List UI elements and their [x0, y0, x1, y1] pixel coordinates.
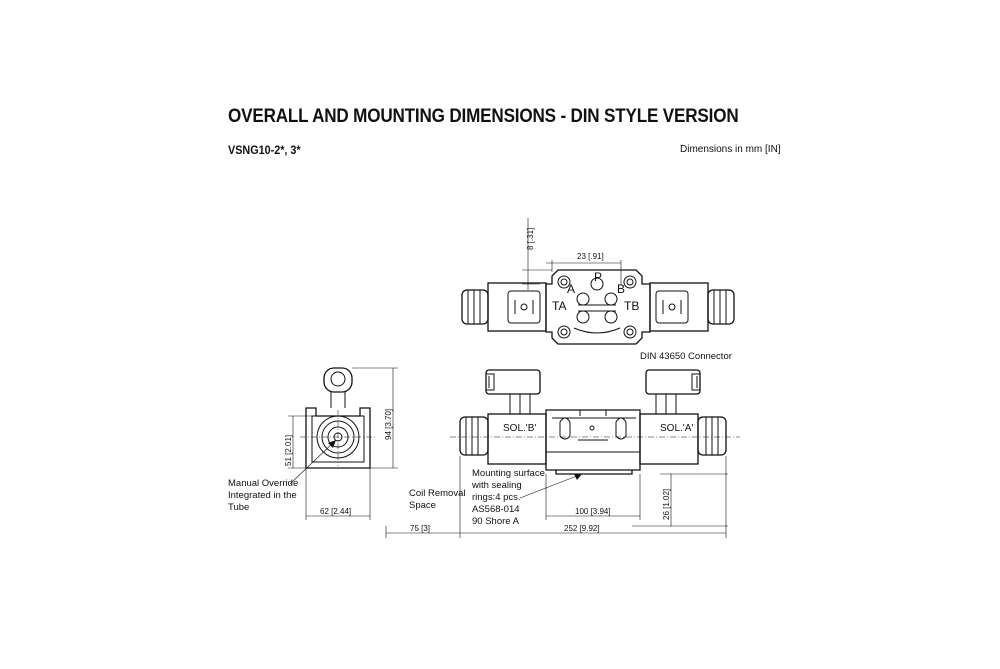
dim-94: 94 [3.70]: [352, 367, 398, 469]
dim-62-label: 62 [2.44]: [320, 507, 351, 516]
dim-75-label: 75 [3]: [410, 524, 430, 533]
svg-text:AS568-014: AS568-014: [472, 504, 520, 515]
units-note: Dimensions in mm [IN]: [680, 144, 781, 155]
dim-252: 252 [9.92]: [459, 456, 727, 538]
svg-text:Integrated in the: Integrated in the: [228, 490, 297, 501]
side-left-coil-nut: [459, 416, 489, 456]
side-left-coil: [487, 413, 547, 465]
coil-removal-note: Coil Removal Space: [409, 488, 466, 511]
svg-text:with sealing: with sealing: [471, 480, 522, 491]
model-subtitle: VSNG10-2*, 3*: [228, 143, 301, 157]
valve-body-side: [545, 409, 641, 475]
manual-override-note: Manual Override Integrated in the Tube: [228, 439, 337, 513]
end-body: [300, 407, 376, 469]
top-right-coil: [649, 282, 709, 332]
mounting-note: Mounting surface with sealing rings:4 pc…: [471, 468, 583, 527]
svg-text:Space: Space: [409, 500, 436, 511]
top-dim-8: 8 [.31]: [522, 218, 552, 290]
svg-text:Coil Removal: Coil Removal: [409, 488, 466, 499]
dim-75: 75 [3]: [385, 524, 460, 538]
din-connector-label: DIN 43650 Connector: [640, 351, 732, 362]
dim-51-label: 51 [2.01]: [284, 435, 293, 466]
left-connector-side: [485, 369, 541, 415]
dim-100-label: 100 [3.94]: [575, 507, 611, 516]
side-right-coil: [639, 413, 699, 465]
dim-26: 26 [1.02]: [632, 473, 728, 527]
right-connector-side: [645, 369, 701, 415]
top-left-connector: [507, 290, 541, 324]
svg-text:Tube: Tube: [228, 502, 249, 513]
port-p-label: P: [594, 270, 602, 284]
side-view: SOL.'B' SOL.'A' Mounting surface with se…: [385, 369, 740, 538]
top-dim-23: 23 [.91]: [546, 252, 622, 285]
end-view: Manual Override Integrated in the Tube 9…: [228, 367, 398, 520]
side-right-coil-nut: [697, 416, 727, 456]
svg-text:rings:4 pcs.: rings:4 pcs.: [472, 492, 521, 503]
svg-text:Manual Override: Manual Override: [228, 478, 298, 489]
port-a-label: A: [567, 282, 575, 296]
dim-51: 51 [2.01]: [284, 415, 312, 469]
dim-8-label: 8 [.31]: [526, 228, 535, 250]
sol-b-label: SOL.'B': [503, 423, 536, 434]
svg-text:90 Shore A: 90 Shore A: [472, 516, 520, 527]
top-right-coil-nut: [707, 289, 735, 325]
end-connector: [323, 367, 353, 393]
port-ta-label: TA: [552, 299, 566, 313]
svg-text:Mounting surface: Mounting surface: [472, 468, 545, 479]
top-view: P A B TA TB 8 [.31] 23 [.91] DIN 43650 C…: [461, 218, 735, 362]
port-tb-label: TB: [624, 299, 639, 313]
top-left-coil: [487, 282, 547, 332]
sol-a-label: SOL.'A': [660, 423, 693, 434]
top-right-connector: [655, 290, 689, 324]
page-title: OVERALL AND MOUNTING DIMENSIONS - DIN ST…: [228, 106, 739, 127]
dim-23-label: 23 [.91]: [577, 252, 604, 261]
dim-26-label: 26 [1.02]: [662, 489, 671, 520]
dim-62: 62 [2.44]: [305, 468, 371, 520]
top-left-coil-nut: [461, 289, 489, 325]
valve-body-top: [545, 269, 651, 345]
dim-94-label: 94 [3.70]: [384, 409, 393, 440]
dim-252-label: 252 [9.92]: [564, 524, 600, 533]
dim-100: 100 [3.94]: [545, 474, 641, 520]
port-b-label: B: [617, 282, 625, 296]
